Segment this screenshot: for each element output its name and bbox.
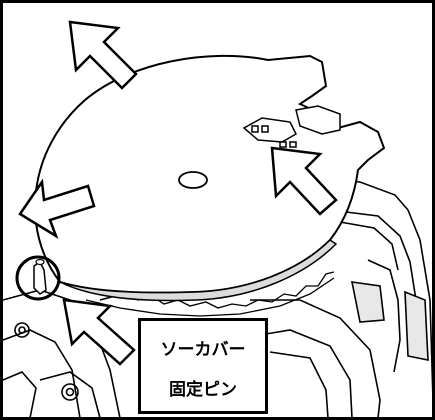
callout-line-2: 固定ピン	[169, 380, 237, 400]
fixing-pin	[33, 258, 47, 295]
machine-housing	[229, 177, 434, 419]
callout-line-1: ソーカバー	[160, 340, 246, 360]
arrow-pin-pointer	[62, 298, 136, 366]
arrow-up-left	[68, 20, 138, 90]
arrow-upper-right-to-lower-left	[270, 146, 338, 216]
center-hole	[178, 171, 208, 189]
cover-tabs	[242, 105, 341, 148]
saw-cover-rim	[59, 239, 338, 302]
pin-highlight-circle	[15, 255, 61, 301]
arrow-left	[18, 178, 96, 239]
callout-label-box: ソーカバー 固定ピン	[138, 318, 268, 414]
